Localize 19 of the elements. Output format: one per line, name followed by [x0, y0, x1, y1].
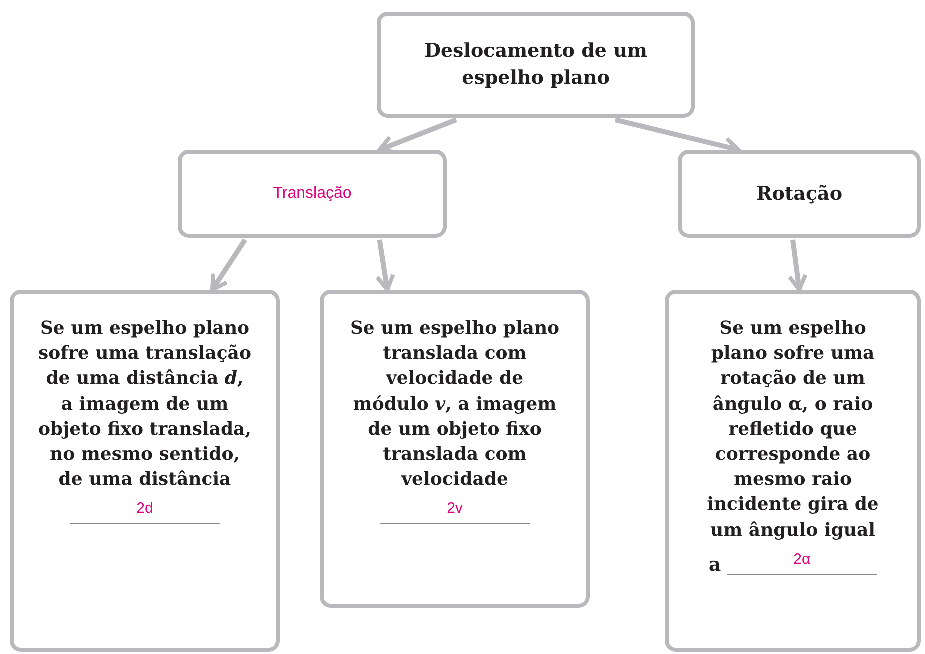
answer-fill-in-line: 2v	[380, 500, 530, 524]
box-text: Se um espelho plano translada com velocidade de módulo v, a imagem de um objeto fixo translada com velocidade	[349, 317, 561, 492]
arrow	[375, 240, 396, 292]
concept-box	[320, 290, 590, 608]
box-text: Se um espelho plano sofre uma translação de uma distância d, a imagem de um objeto fixo translada, no mesmo sentido, de uma distância	[38, 317, 252, 492]
arrow	[210, 238, 248, 292]
box-text: Rotação	[756, 182, 843, 207]
lead-word: a	[708, 556, 722, 575]
answer-text: Translação	[273, 185, 352, 203]
arrow	[788, 240, 808, 292]
box-text: Deslocamento de um espelho plano	[423, 39, 648, 91]
answer-fill-in-line: 2d	[70, 500, 220, 524]
answer-fill-in-line: 2α	[727, 550, 878, 575]
box-text: Se um espelho plano sofre uma rotação de um ângulo α, o raio refletido que corresponde ao mesmo raio incidente gira de um ângulo igual	[706, 317, 880, 542]
concept-box	[10, 290, 280, 652]
concept-box	[665, 290, 921, 652]
concept-box	[178, 150, 447, 238]
concept-box	[678, 150, 921, 238]
concept-box	[377, 12, 695, 118]
